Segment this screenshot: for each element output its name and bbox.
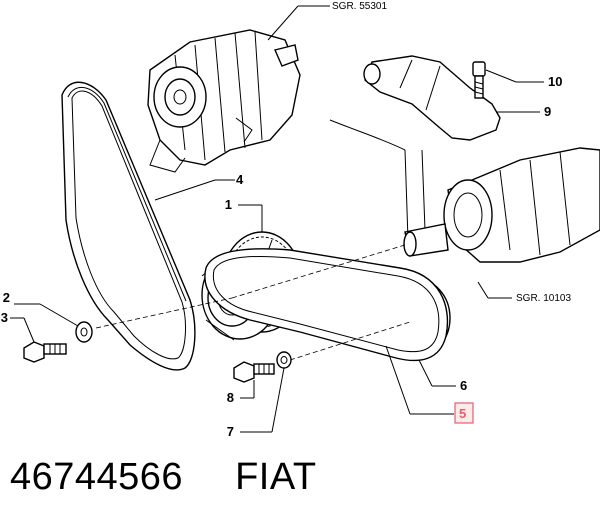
highlight-box bbox=[454, 402, 474, 424]
crankshaft-reference: SGR. 10103 bbox=[516, 293, 571, 304]
label-7: 7 bbox=[227, 424, 234, 439]
bracket-drawing bbox=[363, 55, 501, 141]
bolt-10-drawing bbox=[472, 61, 486, 99]
label-8: 8 bbox=[227, 390, 234, 405]
crankshaft-drawing bbox=[329, 119, 600, 263]
bolt-8-drawing bbox=[233, 361, 275, 383]
label-2: 2 bbox=[3, 290, 10, 305]
footer-caption: 46744566 FIAT bbox=[10, 452, 317, 502]
poly-v-belt bbox=[204, 248, 449, 362]
label-9: 9 bbox=[544, 104, 551, 119]
alternator-drawing bbox=[147, 29, 301, 173]
label-4: 4 bbox=[236, 172, 244, 187]
label-3: 3 bbox=[1, 310, 8, 325]
label-5: 5 bbox=[459, 406, 466, 421]
alternator-reference: SGR. 55301 bbox=[332, 1, 387, 12]
label-10: 10 bbox=[548, 74, 562, 89]
washer-2-drawing bbox=[75, 321, 93, 343]
bolt-3-drawing bbox=[23, 341, 67, 363]
brand-name: FIAT bbox=[235, 455, 317, 498]
part-number: 46744566 bbox=[10, 455, 184, 498]
label-6: 6 bbox=[460, 378, 467, 393]
drive-belt bbox=[61, 81, 196, 371]
label-1: 1 bbox=[225, 197, 232, 212]
washer-7-drawing bbox=[276, 351, 292, 369]
